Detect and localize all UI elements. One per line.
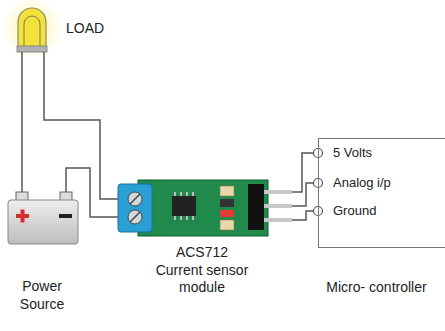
sensor-board <box>115 180 292 236</box>
screw <box>128 192 142 206</box>
led <box>220 210 234 217</box>
power-source: Power Source <box>3 188 81 323</box>
wire <box>66 168 115 217</box>
load-lamp: LOAD <box>5 0 115 60</box>
screw-slot <box>130 194 140 204</box>
plus-sign <box>21 210 25 223</box>
bulb-glass <box>18 8 46 48</box>
node-label: ACS712 Current sensor module <box>153 244 251 297</box>
minus-sign <box>59 214 72 218</box>
bulb-lead <box>21 52 23 60</box>
current-sensor-module: ACS712 Current sensor module <box>115 178 292 313</box>
battery-body <box>8 200 78 244</box>
pcb <box>138 180 268 236</box>
wire <box>44 60 115 199</box>
bulb <box>2 0 62 60</box>
bulb-base <box>17 46 47 52</box>
wire <box>21 60 23 188</box>
bulb-filament <box>24 16 40 48</box>
resistor <box>220 199 234 207</box>
pin-label: 5 Volts <box>333 145 438 161</box>
node-label: LOAD <box>66 20 112 38</box>
pin-label: Analog i/p <box>333 175 438 191</box>
bulb-glow <box>2 0 62 58</box>
capacitor <box>220 220 234 230</box>
wire <box>292 183 318 206</box>
screw-terminal <box>118 184 152 232</box>
pin-header <box>248 184 264 230</box>
battery <box>8 188 78 244</box>
chip <box>172 196 196 216</box>
pin-label: Ground <box>333 203 438 219</box>
screw-slot <box>130 212 140 222</box>
node-label: Power Source <box>9 278 75 313</box>
header-pin <box>264 218 292 222</box>
screw <box>128 210 142 224</box>
node-label: Micro- controller <box>319 279 434 297</box>
capacitor <box>220 186 234 196</box>
microcontroller: 5 VoltsAnalog i/pGroundMicro- controller <box>318 138 445 248</box>
bulb-lead <box>43 52 45 60</box>
header-pin <box>264 204 292 208</box>
header-pin <box>264 190 292 194</box>
